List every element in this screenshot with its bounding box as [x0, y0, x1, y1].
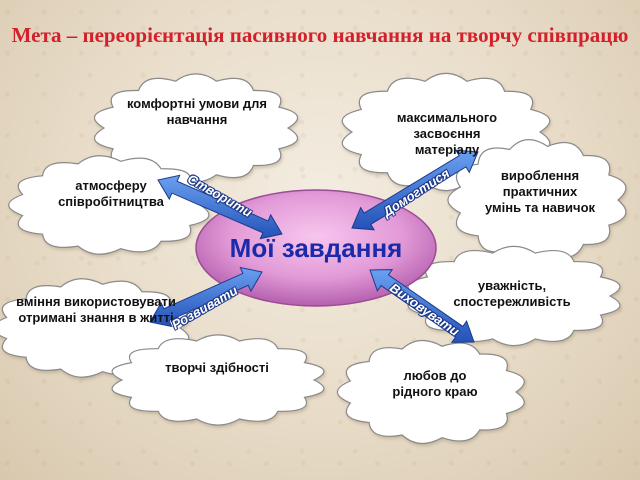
arrow-create [157, 174, 283, 240]
cloud-skills-text: вироблення практичних умінь та навичок [485, 168, 596, 215]
slide-title: Мета – переорієнтація пасивного навчання… [11, 23, 629, 47]
cloud-love [336, 339, 525, 445]
arrow-strive [351, 149, 479, 231]
cloud-creative-text: творчі здібності [165, 360, 269, 375]
cloud-love-text: любов до рідного краю [392, 368, 478, 399]
cloud-mastery-text: максимального засвоєння матеріалу [396, 110, 498, 157]
cloud-comfort [93, 73, 299, 183]
cloud-skills [447, 139, 627, 261]
arrow-develop [149, 266, 263, 328]
cloud-comfort-text: комфортні умови для навчання [126, 96, 268, 127]
center-label: Мої завдання [229, 233, 403, 263]
cloud-attention-text: уважність, спостережливість [453, 278, 571, 309]
cloud-creative [111, 334, 325, 426]
cloud-atmosphere-text: атмосферу співробітництва [58, 178, 164, 209]
arrow-educate [369, 269, 475, 343]
cloud-ability-text: вміння використовувати отримані знання в… [16, 294, 176, 325]
